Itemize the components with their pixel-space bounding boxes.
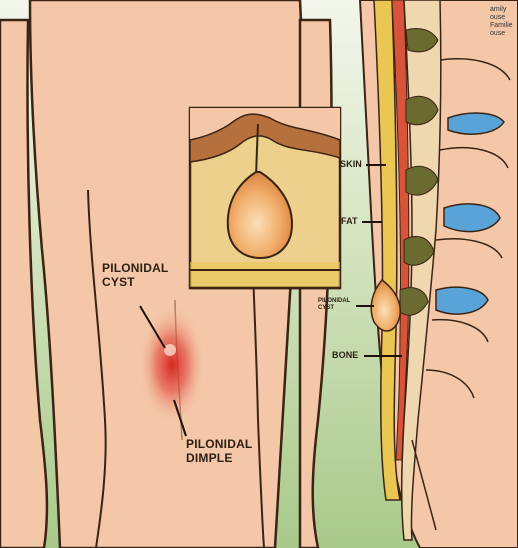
label-fat: FAT [341,216,358,226]
label-pilonidal-cyst-side: PILONIDAL CYST [318,298,350,312]
watermark-line3: Familie [490,22,513,30]
label-bone: BONE [332,350,358,360]
cyst-spot [164,344,176,356]
watermark-line1: amily [490,6,513,14]
watermark-line2: ouse [490,14,513,22]
label-skin: SKIN [340,159,362,169]
label-side-cyst-line1: PILONIDAL [318,298,350,305]
label-pilonidal-dimple-line1: PILONIDAL [186,438,252,452]
label-pilonidal-cyst: PILONIDAL CYST [102,262,168,290]
side-view [360,0,518,548]
label-pilonidal-cyst-line1: PILONIDAL [102,262,168,276]
label-pilonidal-cyst-line2: CYST [102,276,168,290]
label-pilonidal-dimple-line2: DIMPLE [186,452,252,466]
watermark-line4: ouse [490,30,513,38]
label-side-cyst-line2: CYST [318,305,350,312]
watermark: amily ouse Familie ouse [490,6,513,38]
label-pilonidal-dimple: PILONIDAL DIMPLE [186,438,252,466]
inset-cross-section [190,108,340,288]
inflammation-glow [138,305,206,425]
